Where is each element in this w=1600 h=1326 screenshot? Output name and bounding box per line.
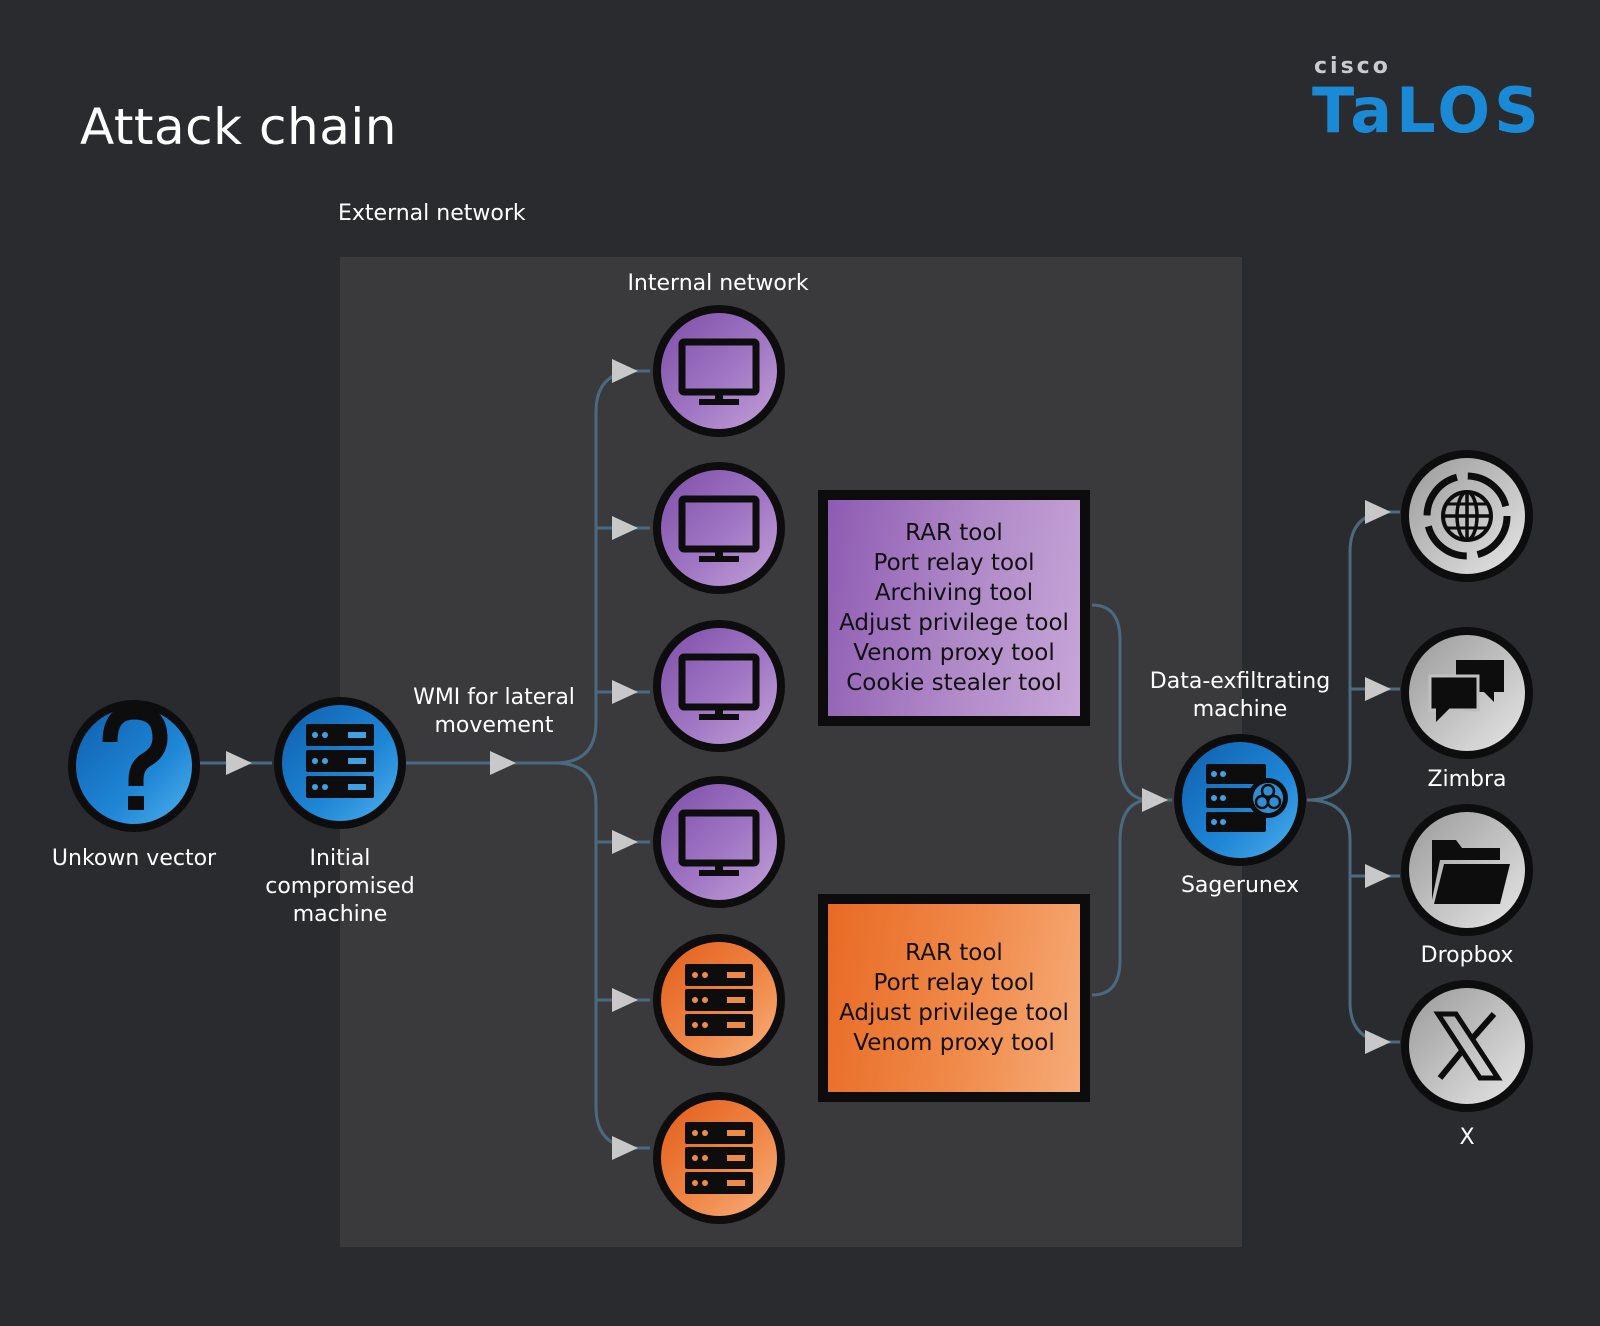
tool-item: Cookie stealer tool	[846, 670, 1062, 696]
exfil-caption: Data-exfiltrating machine	[1149, 669, 1331, 722]
arrow-to-zimbra	[1365, 677, 1391, 701]
zimbra-label: Zimbra	[1427, 767, 1507, 792]
monitor-icon	[678, 809, 760, 876]
logo-cisco-text: cisco	[1314, 54, 1391, 79]
tool-item: Archiving tool	[874, 580, 1034, 606]
line-to-globe	[1306, 510, 1400, 802]
workstation-node	[653, 620, 785, 752]
line-purple-box-to-exfil	[1091, 603, 1172, 802]
workstation-node	[653, 462, 785, 594]
tool-item: Port relay tool	[873, 550, 1035, 576]
page-title: Attack chain	[80, 98, 397, 156]
tool-item: RAR tool	[905, 940, 1003, 966]
tool-item: Adjust privilege tool	[839, 610, 1069, 636]
arrow-srv1	[612, 988, 638, 1012]
globe-icon	[1423, 472, 1511, 560]
workstation-node	[653, 305, 785, 437]
tool-item: Venom proxy tool	[853, 1030, 1055, 1056]
exfil-machine-node	[1174, 734, 1306, 866]
zimbra-node	[1401, 627, 1533, 759]
internal-network-panel	[340, 257, 1242, 1247]
wmi-edge-label: WMI for lateral movement	[413, 685, 575, 738]
cisco-talos-logo: cisco TaLOS	[1312, 54, 1543, 147]
folder-icon	[1432, 840, 1510, 904]
unknown-vector-node	[68, 700, 200, 832]
tool-item: Adjust privilege tool	[839, 1000, 1069, 1026]
arrow-ws2	[612, 516, 638, 540]
external-network-label: External network	[338, 201, 526, 226]
arrow-to-initial	[226, 751, 252, 775]
arrow-wmi	[490, 751, 516, 775]
initial-machine-label: Initial compromised machine	[265, 846, 415, 927]
monitor-icon	[678, 495, 760, 562]
tool-item: RAR tool	[905, 520, 1003, 546]
biohazard-server-icon	[1206, 764, 1288, 832]
server-icon	[685, 1122, 753, 1194]
arrowheads	[226, 359, 1391, 1160]
arrow-srv2	[612, 1136, 638, 1160]
x-node	[1401, 980, 1533, 1112]
x-label: X	[1459, 1125, 1475, 1150]
arrow-ws3	[612, 680, 638, 704]
arrow-ws1	[612, 359, 638, 383]
dropbox-label: Dropbox	[1420, 943, 1514, 968]
server-node	[653, 1092, 785, 1224]
server-node	[653, 934, 785, 1066]
tool-item: Port relay tool	[873, 970, 1035, 996]
workstation-node	[653, 776, 785, 908]
line-to-x	[1306, 798, 1400, 1044]
arrow-to-x	[1365, 1030, 1391, 1054]
x-logo-icon	[1433, 1011, 1503, 1081]
globe-node	[1401, 450, 1533, 582]
question-mark-icon	[102, 704, 168, 786]
initial-machine-node	[274, 697, 406, 829]
question-dot	[128, 796, 144, 810]
arrow-ws4	[612, 830, 638, 854]
arrow-to-dropbox	[1365, 864, 1391, 888]
dropbox-node	[1401, 804, 1533, 936]
arrow-to-exfil	[1142, 788, 1168, 812]
tool-item: Venom proxy tool	[853, 640, 1055, 666]
exfil-label-sagerunex: Sagerunex	[1180, 873, 1300, 898]
unknown-vector-label: Unkown vector	[51, 846, 217, 871]
chat-bubbles-icon	[1428, 660, 1504, 722]
logo-talos-text: TaLOS	[1312, 74, 1543, 147]
line-orange-box-to-exfil	[1091, 798, 1151, 997]
server-icon	[685, 964, 753, 1036]
server-icon	[306, 724, 374, 798]
monitor-icon	[678, 338, 760, 405]
internal-network-label: Internal network	[627, 271, 809, 296]
monitor-icon	[678, 653, 760, 720]
arrow-to-globe	[1365, 500, 1391, 524]
